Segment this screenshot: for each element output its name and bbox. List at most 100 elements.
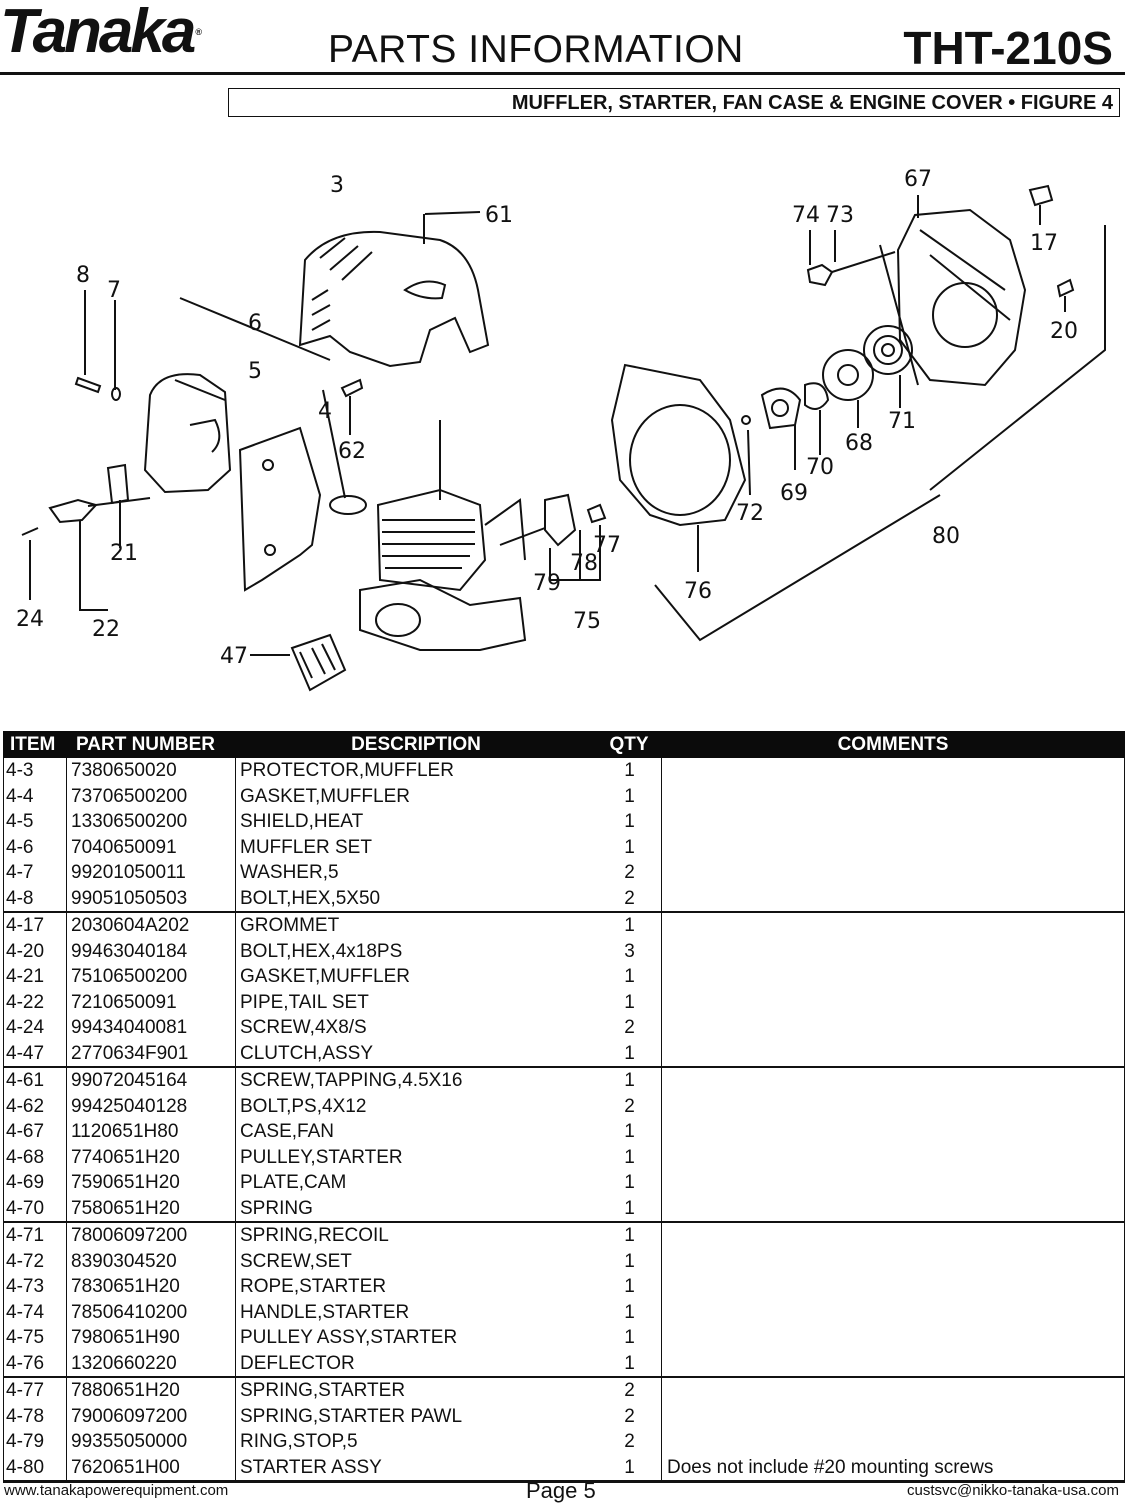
- callout-47: 47: [220, 644, 248, 669]
- part-number-cell: 1320660220: [67, 1350, 236, 1376]
- callout-67: 67: [904, 167, 932, 192]
- comment-cell: [662, 1041, 1124, 1067]
- col-comments: COMMENTS: [837, 734, 949, 755]
- comment-cell: [662, 1404, 1124, 1430]
- callout-20: 20: [1050, 319, 1078, 344]
- callout-70: 70: [806, 455, 834, 480]
- item-cell: 4-22: [4, 989, 67, 1015]
- item-cell: 4-78: [4, 1403, 67, 1429]
- qty-cell: 1: [598, 809, 662, 835]
- description-cell: PROTECTOR,MUFFLER: [240, 760, 454, 781]
- callout-6: 6: [248, 311, 262, 336]
- description-cell: RING,STOP,5: [240, 1431, 358, 1452]
- footer-website[interactable]: www.tanakapowerequipment.com: [4, 1482, 229, 1499]
- item-cell: 4-76: [4, 1350, 67, 1376]
- callout-75: 75: [573, 609, 601, 634]
- qty-cell: 1: [598, 1350, 662, 1376]
- comment-cell: [662, 1223, 1124, 1249]
- part-number-cell: 99051050503: [67, 885, 236, 911]
- callout-69: 69: [780, 481, 808, 506]
- header-rule: [0, 72, 1125, 75]
- item-cell: 4-6: [4, 834, 67, 860]
- part-number-cell: 7620651H00: [67, 1454, 236, 1480]
- comment-cell: [662, 964, 1124, 990]
- item-cell: 4-4: [4, 783, 67, 809]
- item-cell: 4-74: [4, 1299, 67, 1325]
- description-cell: DEFLECTOR: [240, 1352, 355, 1374]
- description-cell: WASHER,5: [240, 862, 339, 883]
- description-cell: BOLT,PS,4X12: [240, 1095, 367, 1117]
- callout-61: 61: [485, 203, 513, 228]
- comment-cell: [662, 1015, 1124, 1041]
- comment-cell: [662, 835, 1124, 861]
- item-cell: 4-7: [4, 860, 67, 886]
- comment-cell: [662, 939, 1124, 965]
- part-number-cell: 7590651H20: [67, 1170, 236, 1196]
- callout-73: 73: [826, 203, 854, 228]
- comment-cell: [662, 1300, 1124, 1326]
- item-cell: 4-20: [4, 938, 67, 964]
- callout-79: 79: [533, 571, 561, 596]
- description-cell: HANDLE,STARTER: [240, 1301, 410, 1323]
- qty-cell: 2: [598, 1093, 662, 1119]
- comment-cell: [662, 1119, 1124, 1145]
- page-number: Page 5: [526, 1478, 596, 1503]
- parts-table-header: ITEM PART NUMBER DESCRIPTION QTY COMMENT…: [3, 731, 1125, 758]
- qty-cell: 1: [598, 1299, 662, 1325]
- qty-cell: 1: [598, 1223, 662, 1249]
- item-cell: 4-75: [4, 1325, 67, 1351]
- part-number-cell: 2030604A202: [67, 913, 236, 939]
- comment-cell: [662, 1145, 1124, 1171]
- callout-78: 78: [570, 551, 598, 576]
- qty-cell: 1: [598, 1040, 662, 1066]
- qty-cell: 1: [598, 1274, 662, 1300]
- part-number-cell: 7830651H20: [67, 1274, 236, 1300]
- description-cell: CLUTCH,ASSY: [240, 1042, 374, 1064]
- qty-cell: 3: [598, 938, 662, 964]
- item-cell: 4-61: [4, 1068, 67, 1094]
- callout-62: 62: [338, 439, 366, 464]
- comment-cell: [662, 1351, 1124, 1377]
- item-cell: 4-80: [4, 1454, 67, 1480]
- callout-74: 74: [792, 203, 820, 228]
- part-number-cell: 99201050011: [67, 860, 236, 886]
- item-cell: 4-21: [4, 964, 67, 990]
- callout-17: 17: [1030, 231, 1058, 256]
- callout-4: 4: [318, 399, 332, 424]
- col-description: DESCRIPTION: [351, 734, 481, 755]
- callout-80: 80: [932, 524, 960, 549]
- comment-cell: [662, 1325, 1124, 1351]
- qty-cell: 2: [598, 1378, 662, 1404]
- qty-cell: 1: [598, 1454, 662, 1480]
- qty-cell: 1: [598, 834, 662, 860]
- item-cell: 4-62: [4, 1093, 67, 1119]
- comment-cell: [662, 1094, 1124, 1120]
- part-number-cell: 79006097200: [67, 1403, 236, 1429]
- footer-email[interactable]: custsvc@nikko-tanaka-usa.com: [907, 1482, 1119, 1499]
- item-cell: 4-17: [4, 913, 67, 939]
- description-cell: SHIELD,HEAT: [240, 811, 364, 832]
- qty-cell: 1: [598, 989, 662, 1015]
- item-cell: 4-8: [4, 885, 67, 911]
- part-number-cell: 99463040184: [67, 938, 236, 964]
- part-number-cell: 78006097200: [67, 1223, 236, 1249]
- comment-cell: [662, 1068, 1124, 1094]
- part-number-cell: 2770634F901: [67, 1040, 236, 1066]
- description-cell: SCREW,SET: [240, 1250, 352, 1272]
